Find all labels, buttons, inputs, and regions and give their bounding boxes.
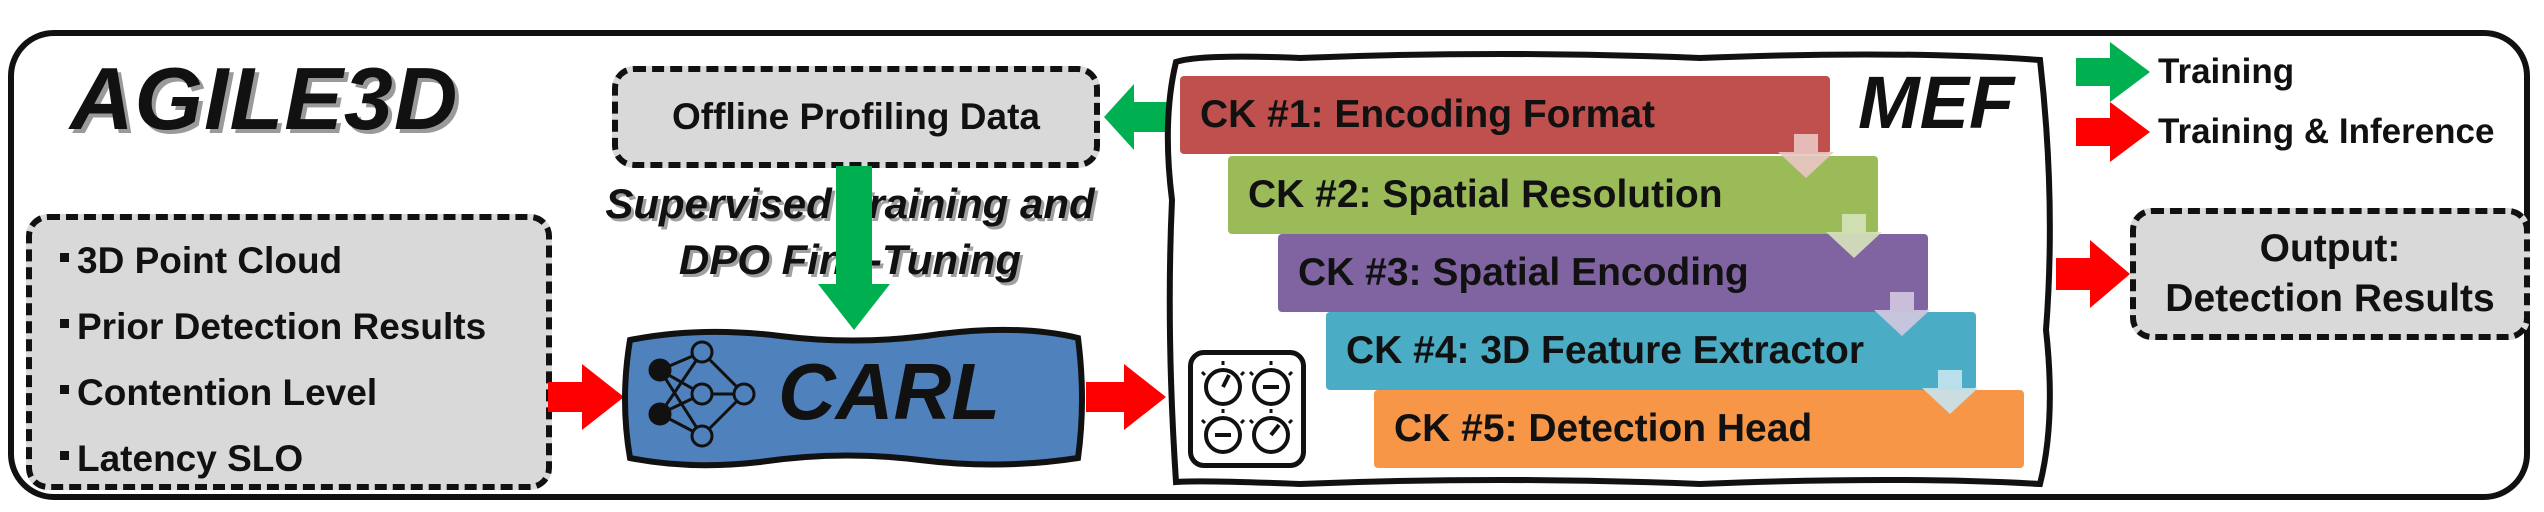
control-knob-3: CK #3: Spatial Encoding — [1278, 234, 1928, 312]
red-arrow-to-carl — [548, 364, 624, 430]
output-line2: Detection Results — [2165, 277, 2495, 320]
dials-icon — [1200, 361, 1294, 454]
control-knob-label: CK #4: 3D Feature Extractor — [1346, 329, 1865, 372]
input-label: Prior Detection Results — [77, 306, 487, 347]
control-knob-2: CK #2: Spatial Resolution — [1228, 156, 1878, 234]
output-box: Output: Detection Results — [2130, 208, 2530, 340]
input-label: Contention Level — [77, 372, 378, 413]
control-knob-4: CK #4: 3D Feature Extractor — [1326, 312, 1976, 390]
legend-red-arrow — [2076, 102, 2150, 162]
control-knob-label: CK #2: Spatial Resolution — [1248, 173, 1723, 216]
control-knob-label: CK #3: Spatial Encoding — [1298, 251, 1749, 294]
control-knob-label: CK #5: Detection Head — [1394, 407, 1813, 450]
bullet-icon — [60, 318, 69, 328]
system-title: AGILE3D — [70, 49, 459, 148]
control-knob-label: CK #1: Encoding Format — [1200, 93, 1656, 136]
offline-profiling-label: Offline Profiling Data — [672, 96, 1040, 137]
bullet-icon — [60, 384, 69, 394]
legend-green-arrow — [2076, 42, 2150, 102]
legend-training-inference-label: Training & Inference — [2158, 112, 2495, 151]
input-label: 3D Point Cloud — [77, 240, 343, 281]
input-item: Latency SLO — [60, 438, 303, 480]
green-arrow-to-profiling — [1104, 84, 1168, 150]
legend-training-label: Training — [2158, 52, 2295, 91]
red-arrow-to-output — [2056, 240, 2130, 308]
inputs-box: 3D Point Cloud Prior Detection Results C… — [26, 214, 552, 490]
red-arrow-to-mef — [1086, 364, 1166, 430]
mef-label: MEF — [1858, 61, 2015, 144]
green-arrow-shaft — [836, 166, 872, 286]
input-item: Contention Level — [60, 372, 377, 414]
carl-label: CARL — [778, 347, 1001, 436]
bullet-icon — [60, 450, 69, 460]
control-knob-1: CK #1: Encoding Format — [1180, 76, 1830, 154]
input-item: 3D Point Cloud — [60, 240, 342, 282]
input-item: Prior Detection Results — [60, 306, 486, 348]
output-line1: Output: — [2259, 227, 2401, 270]
input-label: Latency SLO — [77, 438, 304, 479]
offline-profiling-box: Offline Profiling Data — [612, 66, 1100, 168]
green-arrow-head — [818, 284, 890, 330]
carl-box — [622, 326, 1085, 469]
control-knob-5: CK #5: Detection Head — [1374, 390, 2024, 468]
knobs-panel-icon — [1188, 350, 1306, 468]
neural-network-icon — [648, 340, 756, 448]
bullet-icon — [60, 252, 69, 262]
